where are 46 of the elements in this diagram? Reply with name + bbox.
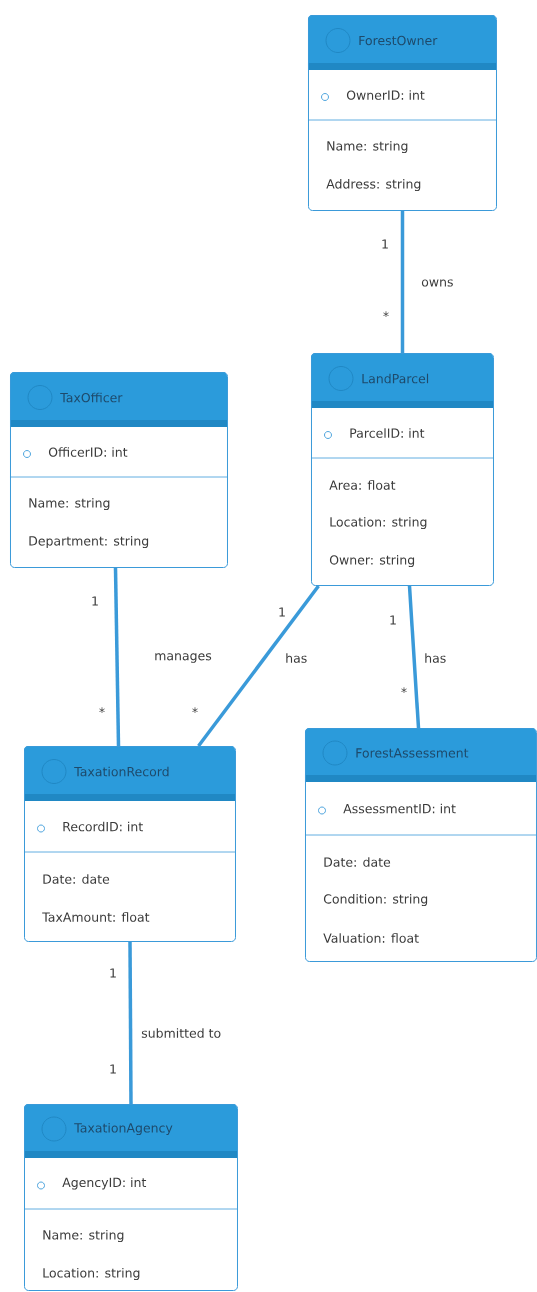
attribute-text: Date: date <box>43 874 110 884</box>
edge-label: has <box>423 652 448 664</box>
attribute-text: RecordID: int <box>63 821 143 832</box>
attribute-text: Condition: string <box>323 893 428 907</box>
class-name: ForestOwner <box>359 35 438 46</box>
attribute-text: AssessmentID: int <box>343 803 456 814</box>
multiplicity-label: * <box>401 687 407 694</box>
class-name: TaxationRecord <box>74 766 169 777</box>
class-name: LandParcel <box>362 373 429 384</box>
association-line <box>400 211 405 353</box>
multiplicity-label: * <box>99 707 105 714</box>
attribute-text: Name: string <box>43 1229 124 1243</box>
association-line <box>113 568 121 747</box>
multiplicity-label: 1 <box>110 968 116 978</box>
attribute-text: Location: string <box>330 516 427 530</box>
multiplicity-label: 1 <box>279 607 285 617</box>
class-name: TaxationAgency <box>74 1122 173 1136</box>
attribute-text: ParcelID: int <box>350 428 425 438</box>
attribute-text: Date: date <box>324 857 391 867</box>
association-line <box>128 942 133 1104</box>
edge-label: submitted to <box>140 1027 223 1039</box>
attribute-text: Location: string <box>43 1267 140 1281</box>
multiplicity-label: 1 <box>92 596 98 606</box>
attribute-text: Name: string <box>327 140 408 154</box>
association-line <box>197 584 320 748</box>
attribute-text: Owner: string <box>329 554 415 568</box>
multiplicity-label: 1 <box>390 615 396 625</box>
edge-label: owns <box>420 278 455 288</box>
association-line <box>407 585 421 729</box>
multiplicity-label: 1 <box>110 1064 116 1074</box>
multiplicity-label: * <box>192 707 198 714</box>
attribute-text: OwnerID: int <box>346 90 425 100</box>
edge-label: manages <box>153 652 213 664</box>
attribute-text: Valuation: float <box>323 933 419 943</box>
attribute-text: OfficerID: int <box>48 447 128 457</box>
attribute-text: Area: float <box>329 480 396 490</box>
multiplicity-label: * <box>383 311 389 318</box>
attribute-text: TaxAmount: float <box>42 912 150 922</box>
class-name: TaxOfficer <box>60 392 123 403</box>
attribute-text: Name: string <box>29 497 110 511</box>
attribute-text: AgencyID: int <box>62 1177 147 1190</box>
multiplicity-label: 1 <box>382 239 388 249</box>
class-name: ForestAssessment <box>356 748 469 758</box>
attribute-text: Address: string <box>326 178 421 192</box>
attribute-text: Department: string <box>29 535 149 549</box>
edge-label: has <box>284 652 309 664</box>
